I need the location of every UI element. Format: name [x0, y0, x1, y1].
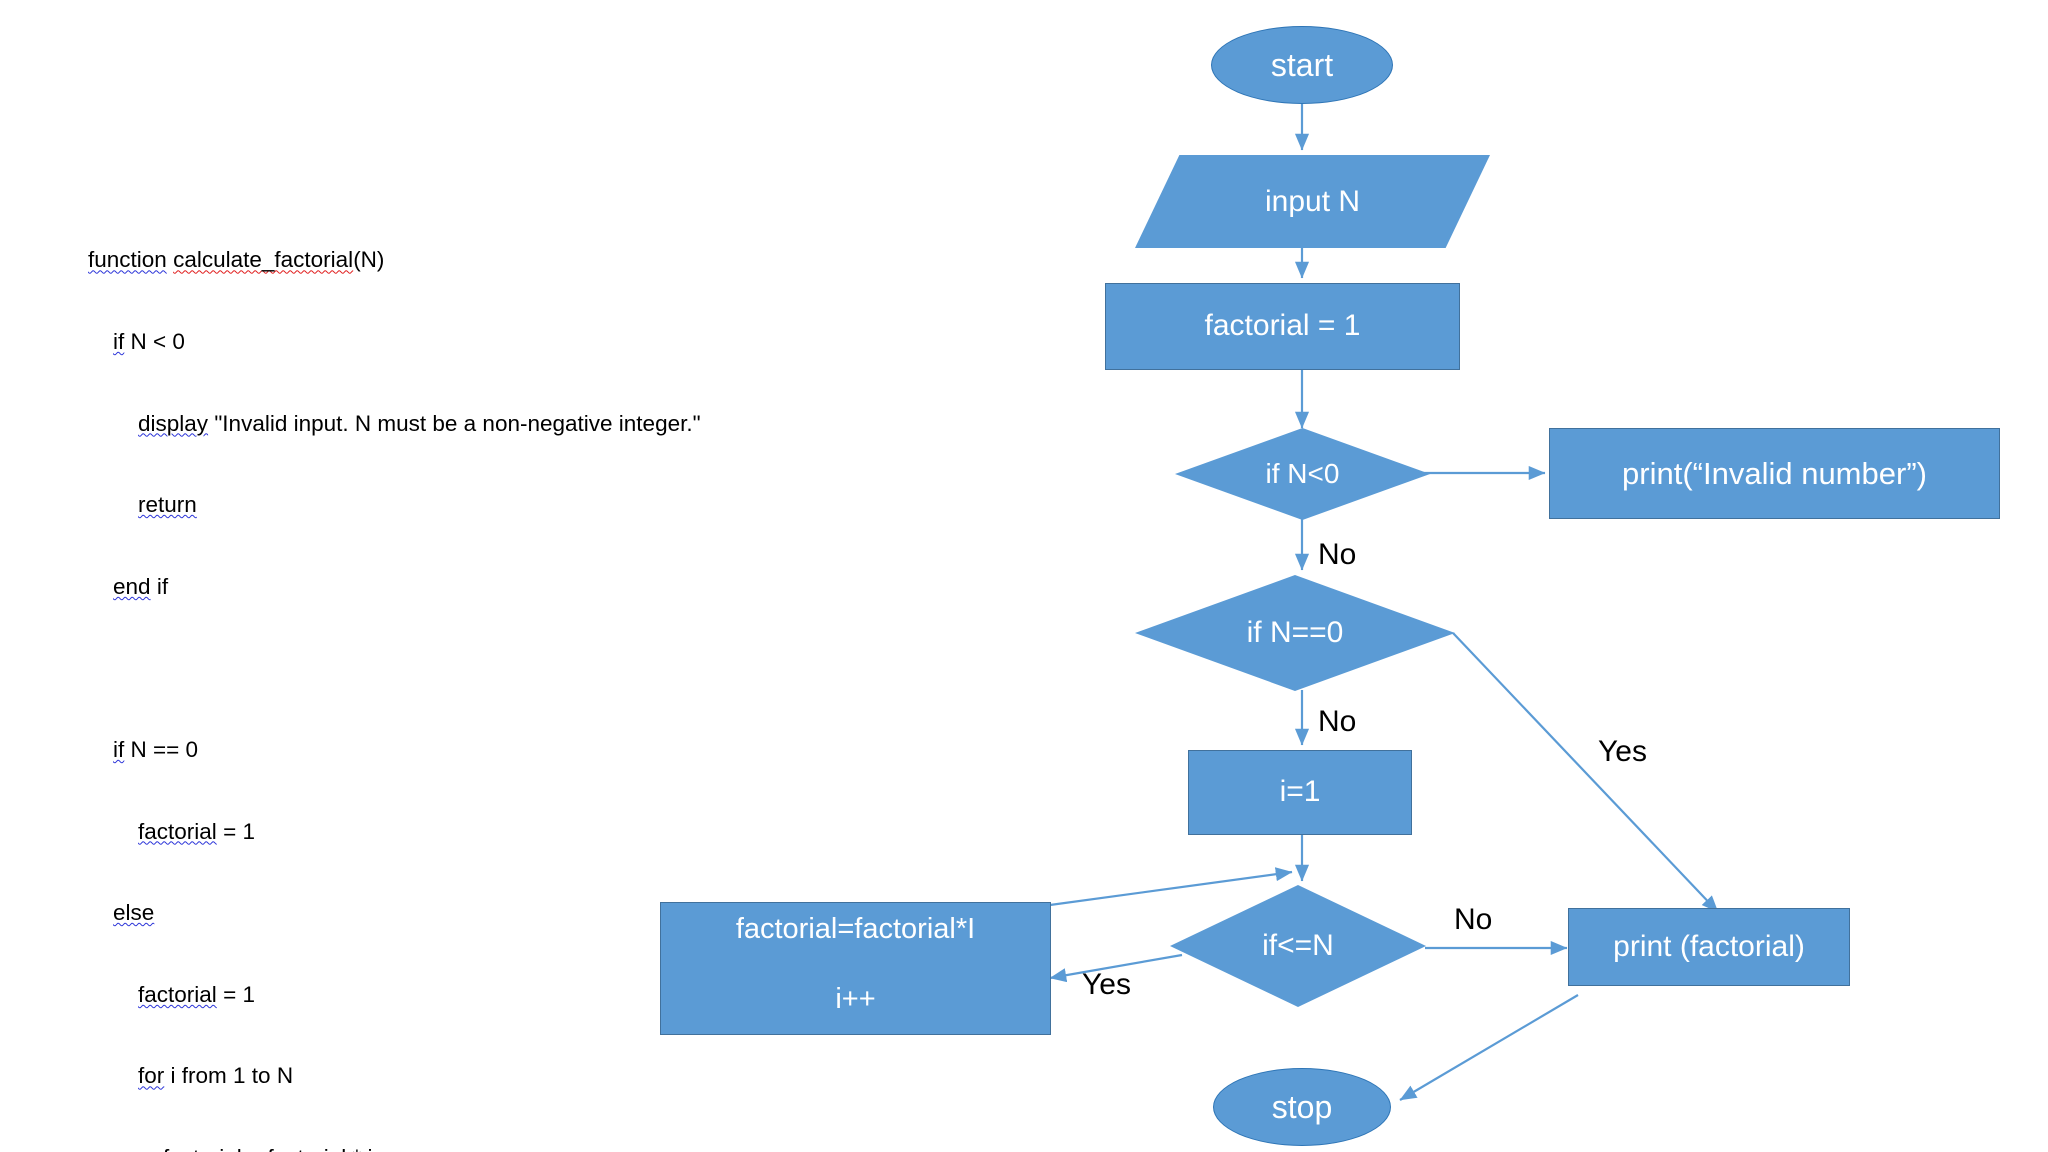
code-line-3: display "Invalid input. N must be a non-… — [138, 410, 701, 436]
node-if-n-lt-0-label: if N<0 — [1265, 458, 1340, 489]
edge-label-yes-if-i-le-n: Yes — [1082, 968, 1131, 1001]
code-line-12: factorial = factorial * i — [88, 1144, 848, 1152]
node-loop-body[interactable]: factorial=factorial*I i++ — [660, 902, 1051, 1035]
node-print-factorial[interactable]: print (factorial) — [1568, 908, 1850, 986]
edge-print-factorial-to-stop — [1399, 994, 1579, 1101]
node-loop-body-line2: i++ — [835, 982, 876, 1015]
edge-label-no-if-n-lt-0: No — [1318, 538, 1357, 571]
code-line-11: for i from 1 to N — [138, 1063, 294, 1089]
node-stop-label: stop — [1271, 1088, 1333, 1125]
node-stop[interactable]: stop — [1213, 1068, 1391, 1146]
parallelogram-shape — [1135, 155, 1490, 248]
node-if-i-le-n-label: if<=N — [1262, 929, 1334, 962]
node-if-i-le-n[interactable]: if<=N — [1170, 885, 1426, 1007]
node-factorial-init[interactable]: factorial = 1 — [1105, 283, 1460, 370]
node-start-label: start — [1270, 46, 1334, 83]
code-line-8: factorial = 1 — [138, 818, 255, 844]
node-i-init-label: i=1 — [1279, 775, 1321, 809]
code-line-10: factorial = 1 — [138, 981, 255, 1007]
code-line-4: return — [138, 492, 197, 518]
pseudocode-block: function calculate_factorial(N) if N < 0… — [88, 192, 848, 1152]
code-line-1: function calculate_factorial(N) — [88, 247, 385, 273]
node-if-n-eq-0[interactable]: if N==0 — [1135, 575, 1455, 691]
code-line-7: if N == 0 — [113, 736, 199, 762]
node-if-n-eq-0-label: if N==0 — [1246, 616, 1344, 649]
node-print-invalid-label: print(“Invalid number”) — [1622, 455, 1927, 491]
edge-label-yes-if-n-eq-0: Yes — [1598, 735, 1647, 768]
node-loop-body-line1: factorial=factorial*I — [735, 913, 976, 945]
code-line-2: if N < 0 — [113, 329, 185, 354]
node-i-init[interactable]: i=1 — [1188, 750, 1412, 835]
edge-label-no-if-i-le-n: No — [1454, 903, 1493, 936]
node-print-invalid[interactable]: print(“Invalid number”) — [1549, 428, 2000, 519]
code-line-9: else — [113, 900, 155, 926]
code-line-5: end if — [113, 573, 169, 599]
node-print-factorial-label: print (factorial) — [1613, 929, 1805, 963]
edge-label-no-if-n-eq-0: No — [1318, 705, 1357, 738]
node-input-n[interactable]: input N — [1135, 155, 1490, 248]
node-factorial-init-label: factorial = 1 — [1204, 309, 1361, 343]
node-if-n-lt-0[interactable]: if N<0 — [1175, 428, 1430, 520]
edge-if-eq-to-print-factorial — [1452, 632, 1719, 913]
node-input-n-label: input N — [1264, 184, 1361, 218]
node-start[interactable]: start — [1211, 26, 1393, 104]
